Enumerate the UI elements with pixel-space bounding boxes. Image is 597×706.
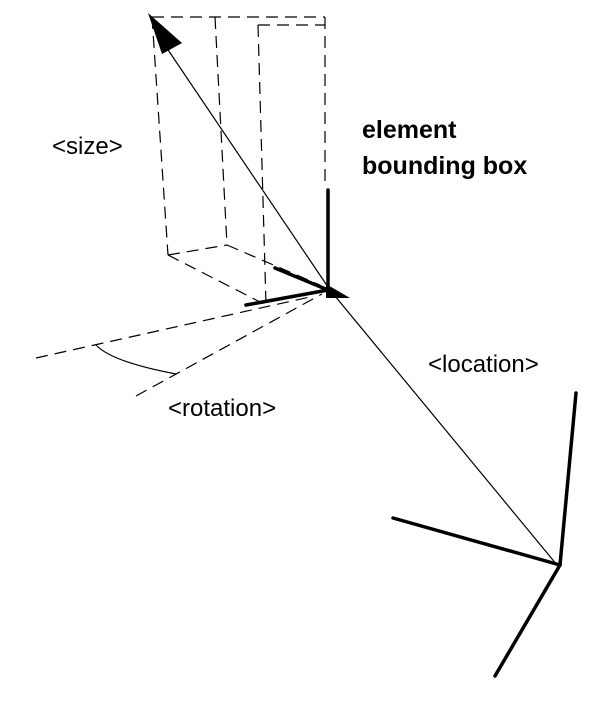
element-axes bbox=[244, 188, 350, 307]
size-arrowhead bbox=[148, 13, 182, 54]
size-label: <size> bbox=[52, 133, 123, 160]
rotation-label: <rotation> bbox=[168, 395, 276, 422]
title-line-2: bounding box bbox=[362, 152, 527, 180]
location-vector bbox=[329, 289, 558, 566]
world-axes bbox=[391, 391, 578, 678]
origin-arrowhead bbox=[326, 284, 350, 298]
size-vector bbox=[157, 34, 331, 291]
rotation-guides bbox=[35, 293, 323, 397]
location-label: <location> bbox=[428, 351, 539, 378]
bounding-box-outline bbox=[151, 16, 326, 306]
title-line-1: element bbox=[362, 116, 457, 144]
